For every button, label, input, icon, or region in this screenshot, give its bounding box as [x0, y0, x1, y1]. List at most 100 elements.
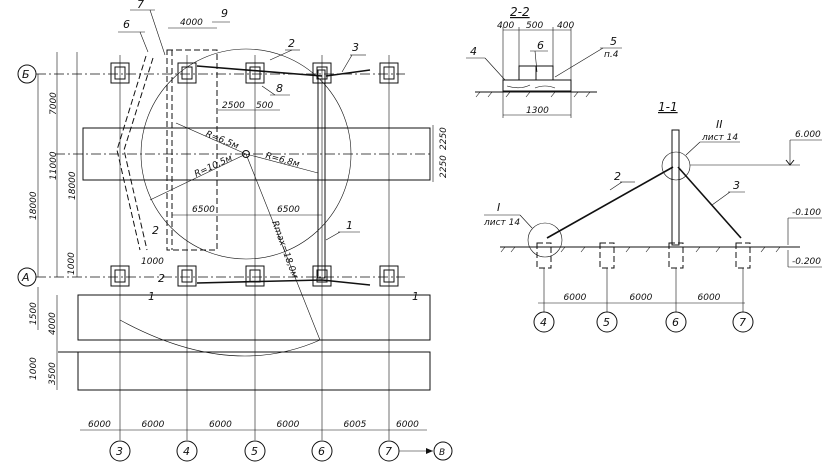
svg-text:18000: 18000	[29, 191, 39, 220]
svg-text:6: 6	[123, 18, 130, 31]
axis-marker-a: А	[17, 267, 37, 287]
svg-text:лист 14: лист 14	[483, 218, 520, 228]
svg-text:7: 7	[739, 316, 746, 329]
cable-3	[325, 69, 371, 77]
section-title: 1-1	[658, 100, 678, 114]
svg-text:7: 7	[137, 0, 144, 11]
dimension-label: 6000	[142, 420, 165, 430]
section-1-1: 1-1 I лист 14 II лист 14 2 3 6.000 -0.10…	[483, 100, 822, 333]
footing	[110, 62, 130, 84]
svg-text:6: 6	[318, 445, 325, 458]
svg-text:1000: 1000	[29, 357, 39, 380]
column-axis-marker: 7	[732, 311, 754, 333]
column-axis-marker: 4	[533, 311, 555, 333]
svg-text:2: 2	[614, 170, 621, 183]
svg-text:2250: 2250	[439, 155, 449, 178]
svg-text:7: 7	[385, 445, 392, 458]
svg-text:1: 1	[148, 290, 155, 303]
column-axis-marker: 7	[378, 440, 400, 462]
svg-text:II: II	[716, 118, 723, 131]
svg-text:6: 6	[537, 39, 544, 52]
callouts: 6 7 9 4000 2 3 8 1 2 2 1 1	[118, 0, 419, 303]
section-2-2: 2-2 400 500 400 1300 4 6 5 п.4	[466, 5, 622, 118]
column-axis-marker: 3	[109, 440, 131, 462]
dimension-label: 6000	[630, 293, 653, 303]
column-axis-marker: 6	[665, 311, 687, 333]
cable-3	[677, 166, 742, 239]
crane-center	[242, 150, 250, 158]
svg-text:6500: 6500	[192, 205, 215, 215]
svg-text:1000: 1000	[141, 257, 164, 267]
dimension-label: 6005	[344, 420, 367, 430]
column-axis-marker-b: В	[399, 441, 453, 461]
svg-text:2: 2	[288, 37, 295, 50]
svg-text:11000: 11000	[49, 151, 59, 180]
svg-text:8: 8	[276, 82, 283, 95]
column-axis-marker: 5	[244, 440, 266, 462]
radius-label: Rmax=18,0м	[269, 220, 299, 280]
left-dimensions: 18000 11000 7000 18000 1000 1500 4000 10…	[29, 52, 78, 390]
svg-text:4000: 4000	[48, 312, 58, 335]
dimension-label: 6000	[698, 293, 721, 303]
cable-2	[196, 65, 323, 77]
svg-text:3: 3	[116, 445, 123, 458]
dimension-label: 6000	[564, 293, 587, 303]
svg-text:2: 2	[158, 272, 165, 285]
svg-text:Б: Б	[22, 68, 30, 81]
svg-text:3500: 3500	[48, 362, 58, 385]
svg-text:2: 2	[152, 224, 159, 237]
svg-text:9: 9	[221, 7, 228, 20]
footing	[379, 62, 399, 84]
mast	[671, 129, 680, 246]
svg-text:6500: 6500	[277, 205, 300, 215]
svg-text:6: 6	[672, 316, 679, 329]
footing	[379, 265, 399, 287]
hatched-band	[77, 294, 431, 341]
svg-text:лист 14: лист 14	[701, 133, 738, 143]
svg-text:500: 500	[526, 21, 543, 31]
svg-text:4: 4	[470, 45, 477, 58]
svg-text:1300: 1300	[526, 106, 549, 116]
svg-text:400: 400	[497, 21, 514, 31]
svg-text:5: 5	[251, 445, 258, 458]
svg-text:6.000: 6.000	[795, 130, 821, 140]
plan-view: Б А R=6,5м R=6,8м R=10,5м Rmax=18,0м	[17, 0, 453, 462]
road-band-lower	[77, 351, 431, 391]
svg-text:7000: 7000	[49, 92, 59, 115]
svg-text:4: 4	[540, 316, 547, 329]
dimension-label: 6000	[88, 420, 111, 430]
dimension-label: 6000	[396, 420, 419, 430]
svg-text:2250: 2250	[439, 127, 449, 150]
column-axis-marker: 4	[176, 440, 198, 462]
svg-text:500: 500	[256, 101, 273, 111]
radius-label: R=6,5м	[204, 130, 240, 152]
svg-text:5: 5	[603, 316, 610, 329]
mast	[317, 69, 326, 279]
node-I-marker	[527, 222, 563, 258]
column-axis-marker: 6	[311, 440, 333, 462]
svg-text:п.4: п.4	[604, 50, 619, 60]
svg-text:I: I	[497, 201, 500, 214]
svg-text:5: 5	[610, 35, 617, 48]
svg-text:-0.100: -0.100	[792, 208, 821, 218]
svg-text:4: 4	[183, 445, 190, 458]
svg-text:В: В	[439, 448, 445, 458]
section-title: 2-2	[510, 5, 530, 19]
svg-text:18000: 18000	[68, 171, 78, 200]
svg-text:1500: 1500	[29, 302, 39, 325]
svg-text:1000: 1000	[67, 252, 77, 275]
footing	[312, 265, 332, 287]
node-II-marker	[661, 151, 691, 181]
column-axis-marker: 5	[596, 311, 618, 333]
svg-text:400: 400	[557, 21, 574, 31]
footing	[245, 62, 265, 84]
svg-text:А: А	[21, 271, 30, 284]
crane-reach-circle	[140, 48, 352, 260]
cable-2	[546, 166, 674, 239]
axis-marker-b: Б	[17, 64, 37, 84]
right-dimensions: 2250 2250	[432, 125, 449, 182]
footing	[110, 265, 130, 287]
svg-text:4000: 4000	[180, 18, 203, 28]
dimension-label: 6000	[277, 420, 300, 430]
